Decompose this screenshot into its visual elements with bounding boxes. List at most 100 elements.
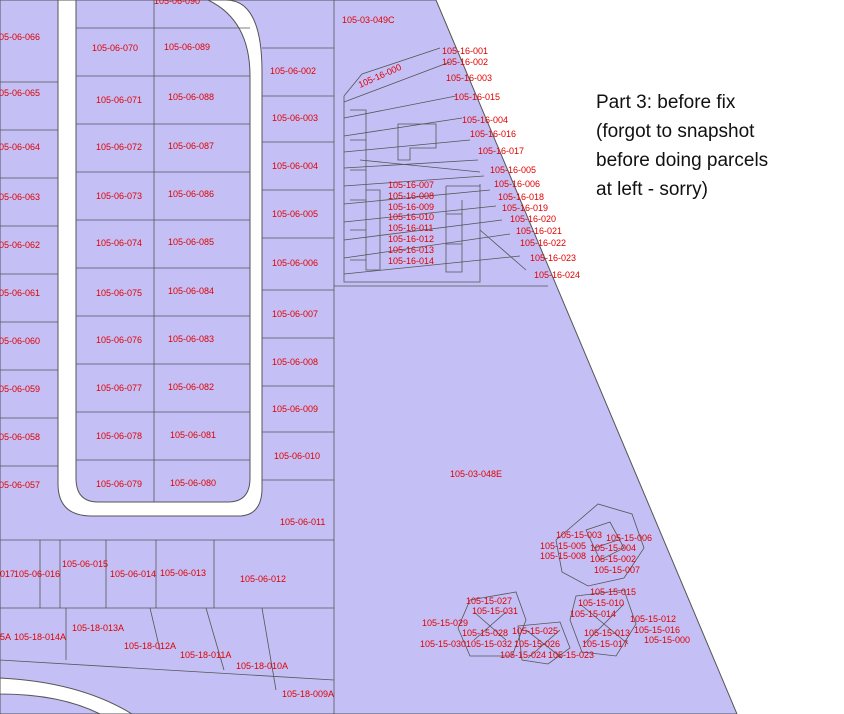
parcel-label: 105-16-021: [516, 226, 562, 236]
parcel-label: 105-06-074: [96, 238, 142, 248]
parcel-label: 105-06-060: [0, 336, 40, 346]
parcel-label: 105-06-073: [96, 191, 142, 201]
parcel-label: 105-06-016: [14, 569, 60, 579]
parcel-label: 105-15-025: [512, 626, 558, 636]
road-curve-bottom: [0, 677, 133, 714]
parcel-label: 105-15-015: [590, 587, 636, 597]
parcel-label: 105-16-008: [388, 191, 434, 201]
parcel-label: 105-16-013: [388, 245, 434, 255]
parcel-label: 105-16-006: [494, 179, 540, 189]
parcel-label: 105-06-004: [272, 161, 318, 171]
parcel-label: 105-15-024: [500, 650, 546, 660]
parcel-label: 105-06-009: [272, 404, 318, 414]
parcel-label: 105-06-084: [168, 286, 214, 296]
parcel-label: 105-15-002: [590, 554, 636, 564]
parcel-label: 105-06-064: [0, 142, 40, 152]
parcel-label: 105-06-085: [168, 237, 214, 247]
parcel-label: 105-16-018: [498, 192, 544, 202]
parcel-label: 105-18-014A: [14, 632, 66, 642]
parcel-label: 105-06-063: [0, 192, 40, 202]
parcel-label: 105-15-008: [540, 551, 586, 561]
parcel-label: 105-16-002: [442, 57, 488, 67]
roads: [0, 0, 263, 714]
parcel-label: 105-06-057: [0, 480, 40, 490]
parcel-label: 5A: [0, 632, 11, 642]
annotation-note: Part 3: before fix (forgot to snapshot b…: [596, 88, 836, 204]
parcel-label: 105-06-066: [0, 32, 40, 42]
parcel-label: 105-15-031: [472, 606, 518, 616]
parcel-label: 105-06-089: [164, 42, 210, 52]
parcel-label: 105-16-019: [502, 203, 548, 213]
parcel-label: 105-16-005: [490, 165, 536, 175]
parcel-label: 105-15-010: [578, 598, 624, 608]
parcel-label: 105-06-013: [160, 568, 206, 578]
parcel-label: 105-03-048E: [450, 469, 502, 479]
parcel-label: 105-06-005: [272, 209, 318, 219]
parcel-label: 105-06-062: [0, 240, 40, 250]
parcel-label: 105-16-023: [530, 253, 576, 263]
parcel-label: 105-15-013: [584, 628, 630, 638]
parcel-label: 105-06-080: [170, 478, 216, 488]
parcel-label: 105-06-059: [0, 384, 40, 394]
parcel-label: 105-16-007: [388, 180, 434, 190]
parcel-label: 105-06-065: [0, 88, 40, 98]
parcel-label: 105-15-003: [556, 530, 602, 540]
parcel-label: 105-06-007: [272, 309, 318, 319]
parcel-label: 105-15-006: [606, 533, 652, 543]
parcel-label: 105-18-012A: [124, 641, 176, 651]
parcel-label: 105-06-088: [168, 92, 214, 102]
parcel-label: 105-18-013A: [72, 623, 124, 633]
parcel-label: 105-16-004: [462, 115, 508, 125]
parcel-label: 105-06-090: [154, 0, 200, 6]
parcel-label: 105-15-026: [514, 639, 560, 649]
parcel-label: 105-06-086: [168, 189, 214, 199]
parcel-label: 105-15-029: [422, 618, 468, 628]
parcel-label: 105-06-002: [270, 66, 316, 76]
parcel-label: 105-15-007: [594, 565, 640, 575]
parcel-label: 105-16-020: [510, 214, 556, 224]
parcel-label: 105-15-028: [462, 628, 508, 638]
note-line: Part 3: before fix: [596, 92, 736, 113]
parcel-label: 105-06-079: [96, 479, 142, 489]
parcel-boundaries: [0, 0, 645, 714]
parcel-label: 105-06-087: [168, 141, 214, 151]
parcel-label: 105-16-003: [446, 73, 492, 83]
parcel-label: 105-15-000: [644, 635, 690, 645]
parcel-label: 105-06-011: [280, 517, 325, 527]
parcel-label: 105-15-027: [466, 596, 512, 606]
note-line: before doing parcels: [596, 150, 769, 171]
parcel-label: 105-15-023: [548, 650, 594, 660]
parcel-label: 105-15-032: [466, 639, 512, 649]
parcel-label: 105-15-017: [582, 639, 628, 649]
parcel-label: 105-06-082: [168, 382, 214, 392]
parcel-label: 105-16-017: [478, 146, 524, 156]
parcel-label: 105-16-015: [454, 92, 500, 102]
parcel-label: 105-06-083: [168, 334, 214, 344]
parcel-label: 017: [0, 569, 15, 579]
parcel-label: 105-06-076: [96, 335, 142, 345]
parcel-label: 105-16-022: [520, 238, 566, 248]
parcel-label: 105-15-005: [540, 541, 586, 551]
parcel-label: 105-18-009A: [282, 689, 334, 699]
parcel-label: 105-16-011: [388, 223, 433, 233]
parcel-label: 105-16-012: [388, 234, 434, 244]
parcel-label: 105-06-003: [272, 113, 318, 123]
parcel-label: 105-06-081: [170, 430, 216, 440]
parcel-label: 105-06-061: [0, 288, 40, 298]
parcel-label: 105-15-016: [634, 625, 680, 635]
parcel-label: 105-06-075: [96, 288, 142, 298]
road-loop: [57, 0, 263, 517]
parcel-label: 105-16-016: [470, 129, 516, 139]
parcel-label: 105-16-009: [388, 202, 434, 212]
note-line: (forgot to snapshot: [596, 121, 755, 142]
parcel-labels: 105-06-090 105-03-049C 105-06-066 105-06…: [0, 0, 690, 699]
parcel-label: 105-15-014: [570, 609, 616, 619]
parcel-label: 105-06-014: [110, 569, 156, 579]
parcel-label: 105-06-006: [272, 258, 318, 268]
note-line: at left - sorry): [596, 179, 708, 200]
parcel-area: [0, 0, 738, 714]
parcel-label: 105-15-004: [590, 543, 636, 553]
parcel-label: 105-06-015: [62, 559, 108, 569]
parcel-label: 105-16-010: [388, 212, 434, 222]
